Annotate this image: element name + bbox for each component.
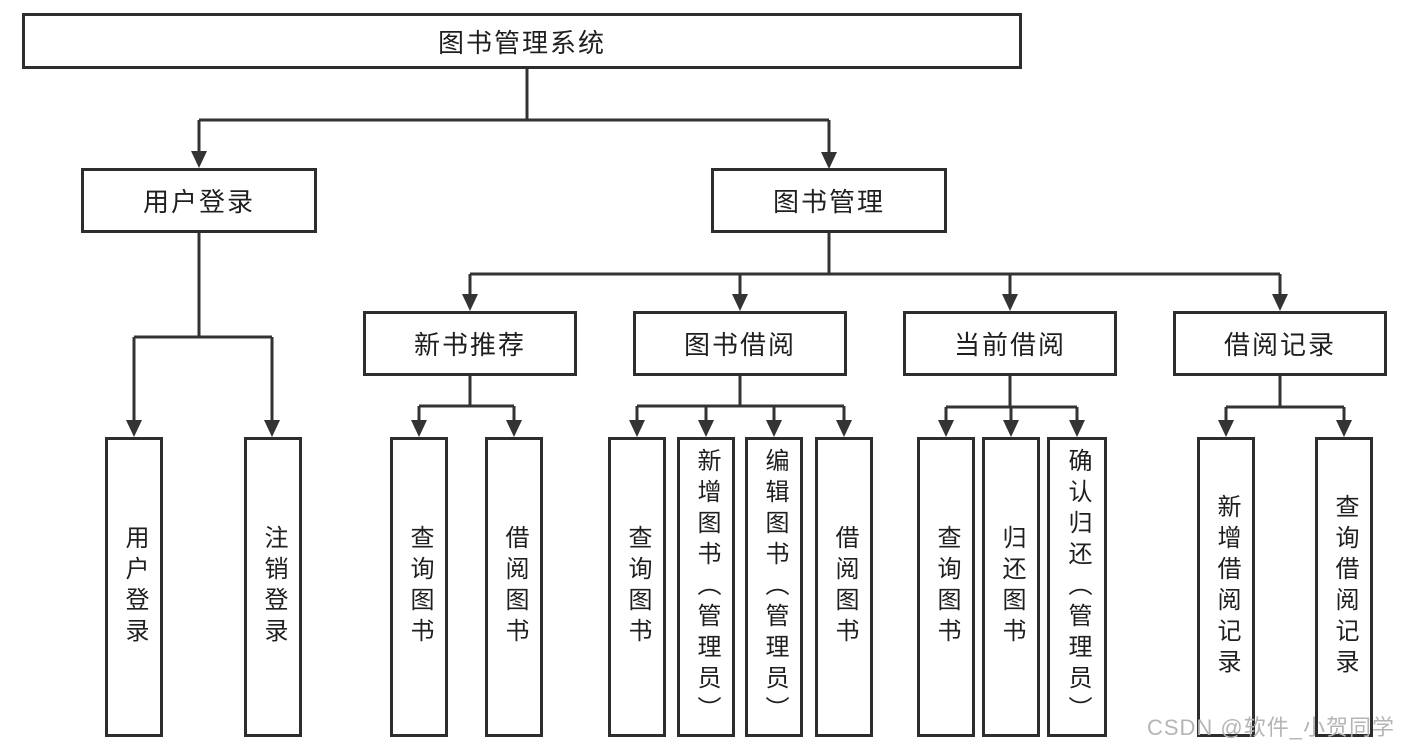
arrowhead [732, 294, 748, 311]
node-borrowing-records: 借阅记录 [1173, 311, 1387, 376]
node-current-return-books-label: 归还图书 [998, 525, 1025, 649]
node-user-login: 用户登录 [81, 168, 317, 233]
node-newbook-query-books: 查询图书 [390, 437, 448, 737]
arrowhead [462, 294, 478, 311]
arrowhead [836, 420, 852, 437]
arrowhead [1336, 420, 1352, 437]
node-book-borrowing: 图书借阅 [633, 311, 847, 376]
node-borrow-query-books-label: 查询图书 [624, 525, 651, 649]
arrowhead [766, 420, 782, 437]
node-current-query-books-label: 查询图书 [933, 525, 960, 649]
connector-bookborrow-to-children [629, 376, 852, 437]
node-borrow-borrow-books: 借阅图书 [815, 437, 873, 737]
node-logout-action: 注销登录 [244, 437, 302, 737]
node-root: 图书管理系统 [22, 13, 1022, 69]
arrowhead [1272, 294, 1288, 311]
node-user-login-action: 用户登录 [105, 437, 163, 737]
arrowhead [698, 420, 714, 437]
node-borrow-query-books: 查询图书 [608, 437, 666, 737]
arrowhead [1002, 294, 1018, 311]
connector-bookmgmt-to-level3 [462, 233, 1288, 311]
node-records-add-record-label: 新增借阅记录 [1213, 494, 1240, 680]
node-current-confirm-return-admin-label: 确认归还（管理员） [1064, 447, 1091, 727]
arrowhead [264, 420, 280, 437]
arrowhead [938, 420, 954, 437]
node-records-query-record-label: 查询借阅记录 [1331, 494, 1358, 680]
node-user-login-action-label: 用户登录 [121, 525, 148, 649]
node-current-borrowing: 当前借阅 [903, 311, 1117, 376]
arrowhead [1003, 420, 1019, 437]
node-new-book-recommend-label: 新书推荐 [413, 330, 526, 360]
node-current-query-books: 查询图书 [917, 437, 975, 737]
node-root-label: 图书管理系统 [437, 27, 606, 58]
node-current-borrowing-label: 当前借阅 [953, 330, 1066, 360]
arrowhead [411, 420, 427, 437]
node-current-confirm-return-admin: 确认归还（管理员） [1047, 437, 1107, 737]
node-borrow-add-books-admin: 新增图书（管理员） [677, 437, 735, 737]
node-book-management: 图书管理 [711, 168, 947, 233]
node-records-query-record: 查询借阅记录 [1315, 437, 1373, 737]
arrowhead [629, 420, 645, 437]
node-newbook-borrow-books-label: 借阅图书 [501, 525, 528, 649]
arrowhead [191, 151, 207, 168]
node-borrow-edit-books-admin: 编辑图书（管理员） [745, 437, 803, 737]
node-borrow-add-books-admin-label: 新增图书（管理员） [693, 447, 720, 727]
node-book-management-label: 图书管理 [772, 187, 885, 217]
node-book-borrowing-label: 图书借阅 [683, 330, 796, 360]
node-newbook-borrow-books: 借阅图书 [485, 437, 543, 737]
node-new-book-recommend: 新书推荐 [363, 311, 577, 376]
csdn-watermark: CSDN @软件_小贺同学 [1146, 715, 1395, 740]
arrowhead [506, 420, 522, 437]
arrowhead [1069, 420, 1085, 437]
node-newbook-query-books-label: 查询图书 [406, 525, 433, 649]
connector-borrowrecords-to-children [1218, 376, 1352, 437]
connector-newbook-to-children [411, 376, 522, 437]
node-user-login-label: 用户登录 [142, 187, 255, 217]
node-borrow-borrow-books-label: 借阅图书 [831, 525, 858, 649]
node-borrowing-records-label: 借阅记录 [1223, 330, 1336, 360]
arrowhead [126, 420, 142, 437]
node-records-add-record: 新增借阅记录 [1197, 437, 1255, 737]
connector-root-to-level2 [191, 69, 837, 169]
arrowhead [821, 152, 837, 169]
connector-currentborrow-to-children [938, 376, 1085, 437]
arrowhead [1218, 420, 1234, 437]
node-current-return-books: 归还图书 [982, 437, 1040, 737]
node-logout-action-label: 注销登录 [260, 525, 287, 649]
connector-userlogin-to-children [126, 233, 280, 437]
node-borrow-edit-books-admin-label: 编辑图书（管理员） [761, 447, 788, 727]
